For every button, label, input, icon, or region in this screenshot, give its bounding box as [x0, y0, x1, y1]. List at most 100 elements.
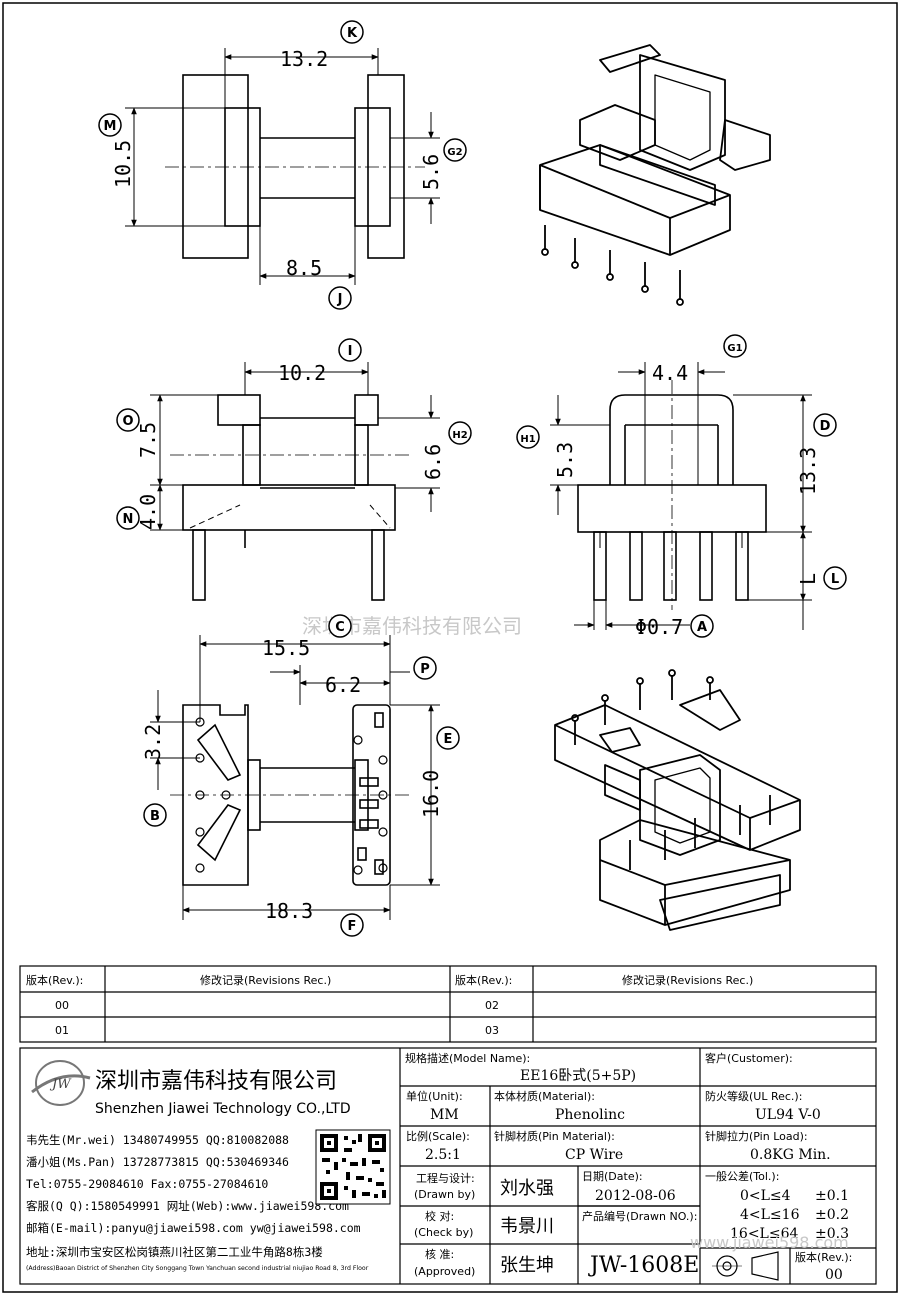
drawn-no-value: JW-1608E: [588, 1253, 699, 1278]
company-logo: JW: [31, 1060, 91, 1106]
contact-line-4: 客服(Q Q):1580549991 网址(Web):www.jiawei598…: [26, 1199, 349, 1213]
bubble-e: E: [444, 732, 453, 747]
bubble-g2: G2: [447, 147, 462, 158]
ul-label: 防火等级(UL Rec.):: [705, 1089, 802, 1103]
scale-label: 比例(Scale):: [406, 1129, 470, 1143]
unit-label: 单位(Unit):: [406, 1089, 463, 1103]
dimension-bubble-labels: K M G2 J I O N H2 G1 H1 D L A C P B E F: [104, 26, 840, 934]
front-view-left: [150, 362, 440, 601]
pin-material-label: 针脚材质(Pin Material):: [494, 1129, 615, 1143]
bubble-a: A: [697, 620, 707, 635]
bubble-i: I: [348, 344, 353, 359]
rev-row-1-rev2: 02: [485, 999, 499, 1012]
approved-label: 核 准:: [425, 1247, 454, 1261]
ul-value: UL94 V-0: [755, 1107, 821, 1123]
bottom-view: [150, 635, 440, 920]
bubble-g1: G1: [727, 343, 742, 354]
tol-range-2: 4<L≤16: [740, 1207, 800, 1223]
model-value: EE16卧式(5+5P): [520, 1068, 636, 1084]
model-label: 规格描述(Model Name):: [405, 1051, 530, 1065]
tol-value-1: ±0.1: [815, 1188, 849, 1204]
bubble-k: K: [347, 26, 358, 41]
logo-text: JW: [49, 1077, 72, 1092]
title-block: [19, 1047, 877, 1285]
rev-header-1: 版本(Rev.):: [26, 973, 83, 987]
material-value: Phenolinc: [555, 1107, 625, 1123]
dimension-bubbles: [98, 20, 847, 937]
revision-table-text: 版本(Rev.): 修改记录(Revisions Rec.) 版本(Rev.):…: [26, 973, 753, 1037]
tol-range-1: 0<L≤4: [740, 1188, 791, 1204]
bubble-f: F: [348, 919, 357, 934]
dim-l: L: [796, 573, 820, 585]
qr-code: [315, 1129, 391, 1205]
dim-p: 6.2: [325, 673, 361, 697]
dim-h2: 6.6: [421, 444, 445, 480]
bubble-m: M: [104, 119, 117, 134]
contact-line-2: 潘小姐(Ms.Pan) 13728773815 QQ:530469346: [26, 1155, 289, 1169]
check-label: 校 对:: [425, 1209, 454, 1223]
company-name-en: Shenzhen Jiawei Technology CO.,LTD: [95, 1101, 351, 1117]
watermark-website: www.jiawei598.com: [690, 1233, 849, 1252]
bubble-h2: H2: [452, 430, 467, 441]
dim-d: 13.3: [796, 447, 820, 495]
title-block-text: 规格描述(Model Name): EE16卧式(5+5P) 客户(Custom…: [405, 1051, 852, 1283]
pin-load-value: 0.8KG Min.: [750, 1147, 831, 1163]
dim-i: 10.2: [278, 361, 326, 385]
dim-g2: 5.6: [419, 154, 443, 190]
bubble-d: D: [820, 419, 831, 434]
revision-table: [19, 965, 877, 1043]
bubble-l: L: [831, 572, 839, 587]
dim-c: 15.5: [262, 636, 310, 660]
approved-value: 张生坤: [500, 1255, 554, 1276]
bottom-view-dim-labels: 15.5 6.2 3.2 16.0 18.3: [141, 636, 443, 923]
contact-line-3: Tel:0755-29084610 Fax:0755-27084610: [26, 1177, 268, 1191]
pin-material-value: CP Wire: [565, 1147, 623, 1163]
dim-j: 8.5: [286, 256, 322, 280]
rev-header-4: 修改记录(Revisions Rec.): [622, 973, 753, 987]
date-label: 日期(Date):: [582, 1170, 643, 1183]
projection-symbol-icon: [712, 1251, 779, 1281]
dim-h1: 5.3: [553, 442, 577, 478]
date-value: 2012-08-06: [595, 1188, 676, 1204]
drawn-value: 刘水强: [500, 1178, 554, 1199]
front-view-left-dim-labels: 10.2 7.5 4.0 6.6: [136, 361, 445, 530]
contact-line-1: 韦先生(Mr.wei) 13480749955 QQ:810082088: [26, 1133, 289, 1147]
drawn-label: 工程与设计:: [416, 1172, 475, 1185]
check-label-en: (Check by): [414, 1226, 473, 1239]
drawn-label-en: (Drawn by): [414, 1188, 475, 1201]
dim-o: 7.5: [136, 422, 160, 458]
scale-value: 2.5:1: [425, 1147, 461, 1163]
bubble-c: C: [335, 620, 345, 635]
customer-label: 客户(Customer):: [705, 1051, 793, 1065]
rev-label: 版本(Rev.):: [795, 1250, 852, 1264]
approved-label-en: (Approved): [414, 1265, 475, 1278]
top-view: [125, 48, 440, 285]
iso-view-top: [539, 44, 771, 306]
dim-k: 13.2: [280, 47, 328, 71]
drawn-no-label: 产品编号(Drawn NO.):: [582, 1209, 697, 1223]
material-label: 本体材质(Material):: [494, 1089, 595, 1103]
dim-n: 4.0: [136, 494, 160, 530]
check-value: 韦景川: [500, 1216, 554, 1237]
tol-label: 一般公差(Tol.):: [705, 1169, 779, 1183]
dim-b: 3.2: [141, 724, 165, 760]
bubble-p: P: [420, 662, 430, 677]
pin-load-label: 针脚拉力(Pin Load):: [705, 1129, 808, 1143]
bubble-n: N: [123, 512, 134, 527]
top-view-dim-labels: 13.2 10.5 5.6 8.5: [111, 47, 443, 280]
rev-value: 00: [825, 1267, 843, 1283]
company-name-cn: 深圳市嘉伟科技有限公司: [95, 1069, 337, 1094]
dim-m: 10.5: [111, 140, 135, 188]
tol-value-2: ±0.2: [815, 1207, 849, 1223]
dim-e: 16.0: [419, 770, 443, 818]
dim-g1: 4.4: [652, 361, 688, 385]
rev-header-2: 修改记录(Revisions Rec.): [200, 973, 331, 987]
side-view-right-dim-labels: 4.4 5.3 13.3 L Φ0.7: [553, 361, 820, 639]
dim-a: Φ0.7: [635, 615, 683, 639]
dim-f: 18.3: [265, 899, 313, 923]
tol-range-3: 16<L≤64: [730, 1226, 798, 1242]
iso-view-bottom: [554, 669, 801, 931]
